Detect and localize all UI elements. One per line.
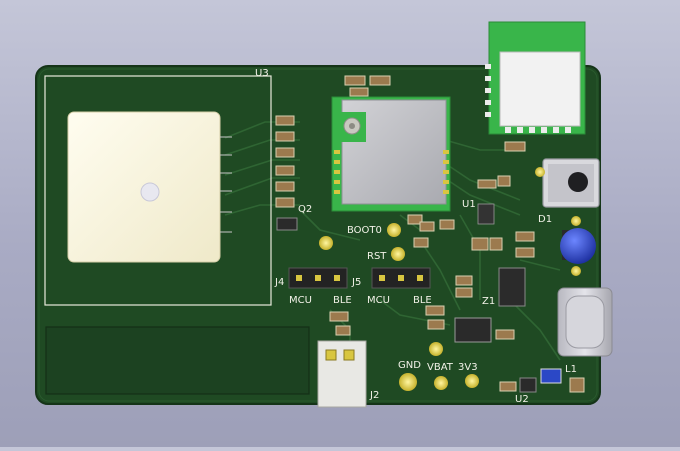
ic-small (454, 317, 492, 343)
top-passives (344, 75, 391, 97)
j5-label: J5 (351, 277, 361, 288)
ble-module-pads (334, 150, 449, 194)
gnd-pad (399, 373, 417, 391)
u2-label: U2 (515, 394, 529, 405)
boot0-pad (387, 223, 401, 237)
j4-label: J4 (274, 277, 284, 288)
rst-label: RST (367, 251, 387, 262)
pad-near-q2 (319, 236, 333, 250)
wireless-module-pads (485, 64, 571, 133)
u1-label: U1 (462, 199, 476, 210)
u3-label: U3 (255, 68, 269, 79)
tactile-switch-plunger (568, 172, 588, 192)
j4-ble-label: BLE (333, 295, 352, 306)
right-passives (471, 141, 535, 258)
q2-label: Q2 (298, 204, 312, 215)
rst-pad (391, 247, 405, 261)
wireless-module-shield (499, 51, 581, 127)
j2-connector (317, 340, 367, 408)
q2-transistor (276, 217, 298, 231)
vbat-label: VBAT (427, 362, 454, 373)
pad-top (535, 167, 545, 177)
j2-label: J2 (369, 390, 379, 401)
u3-gps-outline (44, 75, 272, 306)
gnd-label: GND (398, 360, 421, 371)
battery-pad-area (45, 326, 310, 395)
z1-diode (498, 267, 526, 307)
pad-center (429, 342, 443, 356)
l1-label: L1 (565, 364, 577, 375)
j4-mcu-label: MCU (289, 295, 312, 306)
3v3-label: 3V3 (458, 362, 478, 373)
d1-label: D1 (538, 214, 552, 225)
blue-led (560, 228, 596, 264)
gps-antenna-feed (140, 182, 160, 202)
vbat-pad (434, 376, 448, 390)
gps-pins (220, 136, 232, 233)
passive-components-column (275, 115, 295, 208)
j5-mcu-label: MCU (367, 295, 390, 306)
3v3-pad (465, 374, 479, 388)
j5-ble-label: BLE (413, 295, 432, 306)
boot0-label: BOOT0 (347, 225, 382, 236)
u1-chip (477, 203, 495, 225)
j5-pins (379, 275, 423, 281)
j4-pins (296, 275, 340, 281)
center-passives (407, 214, 455, 248)
lower-passives (329, 275, 585, 393)
z1-label: Z1 (482, 296, 495, 307)
l1-inductor (540, 368, 562, 384)
